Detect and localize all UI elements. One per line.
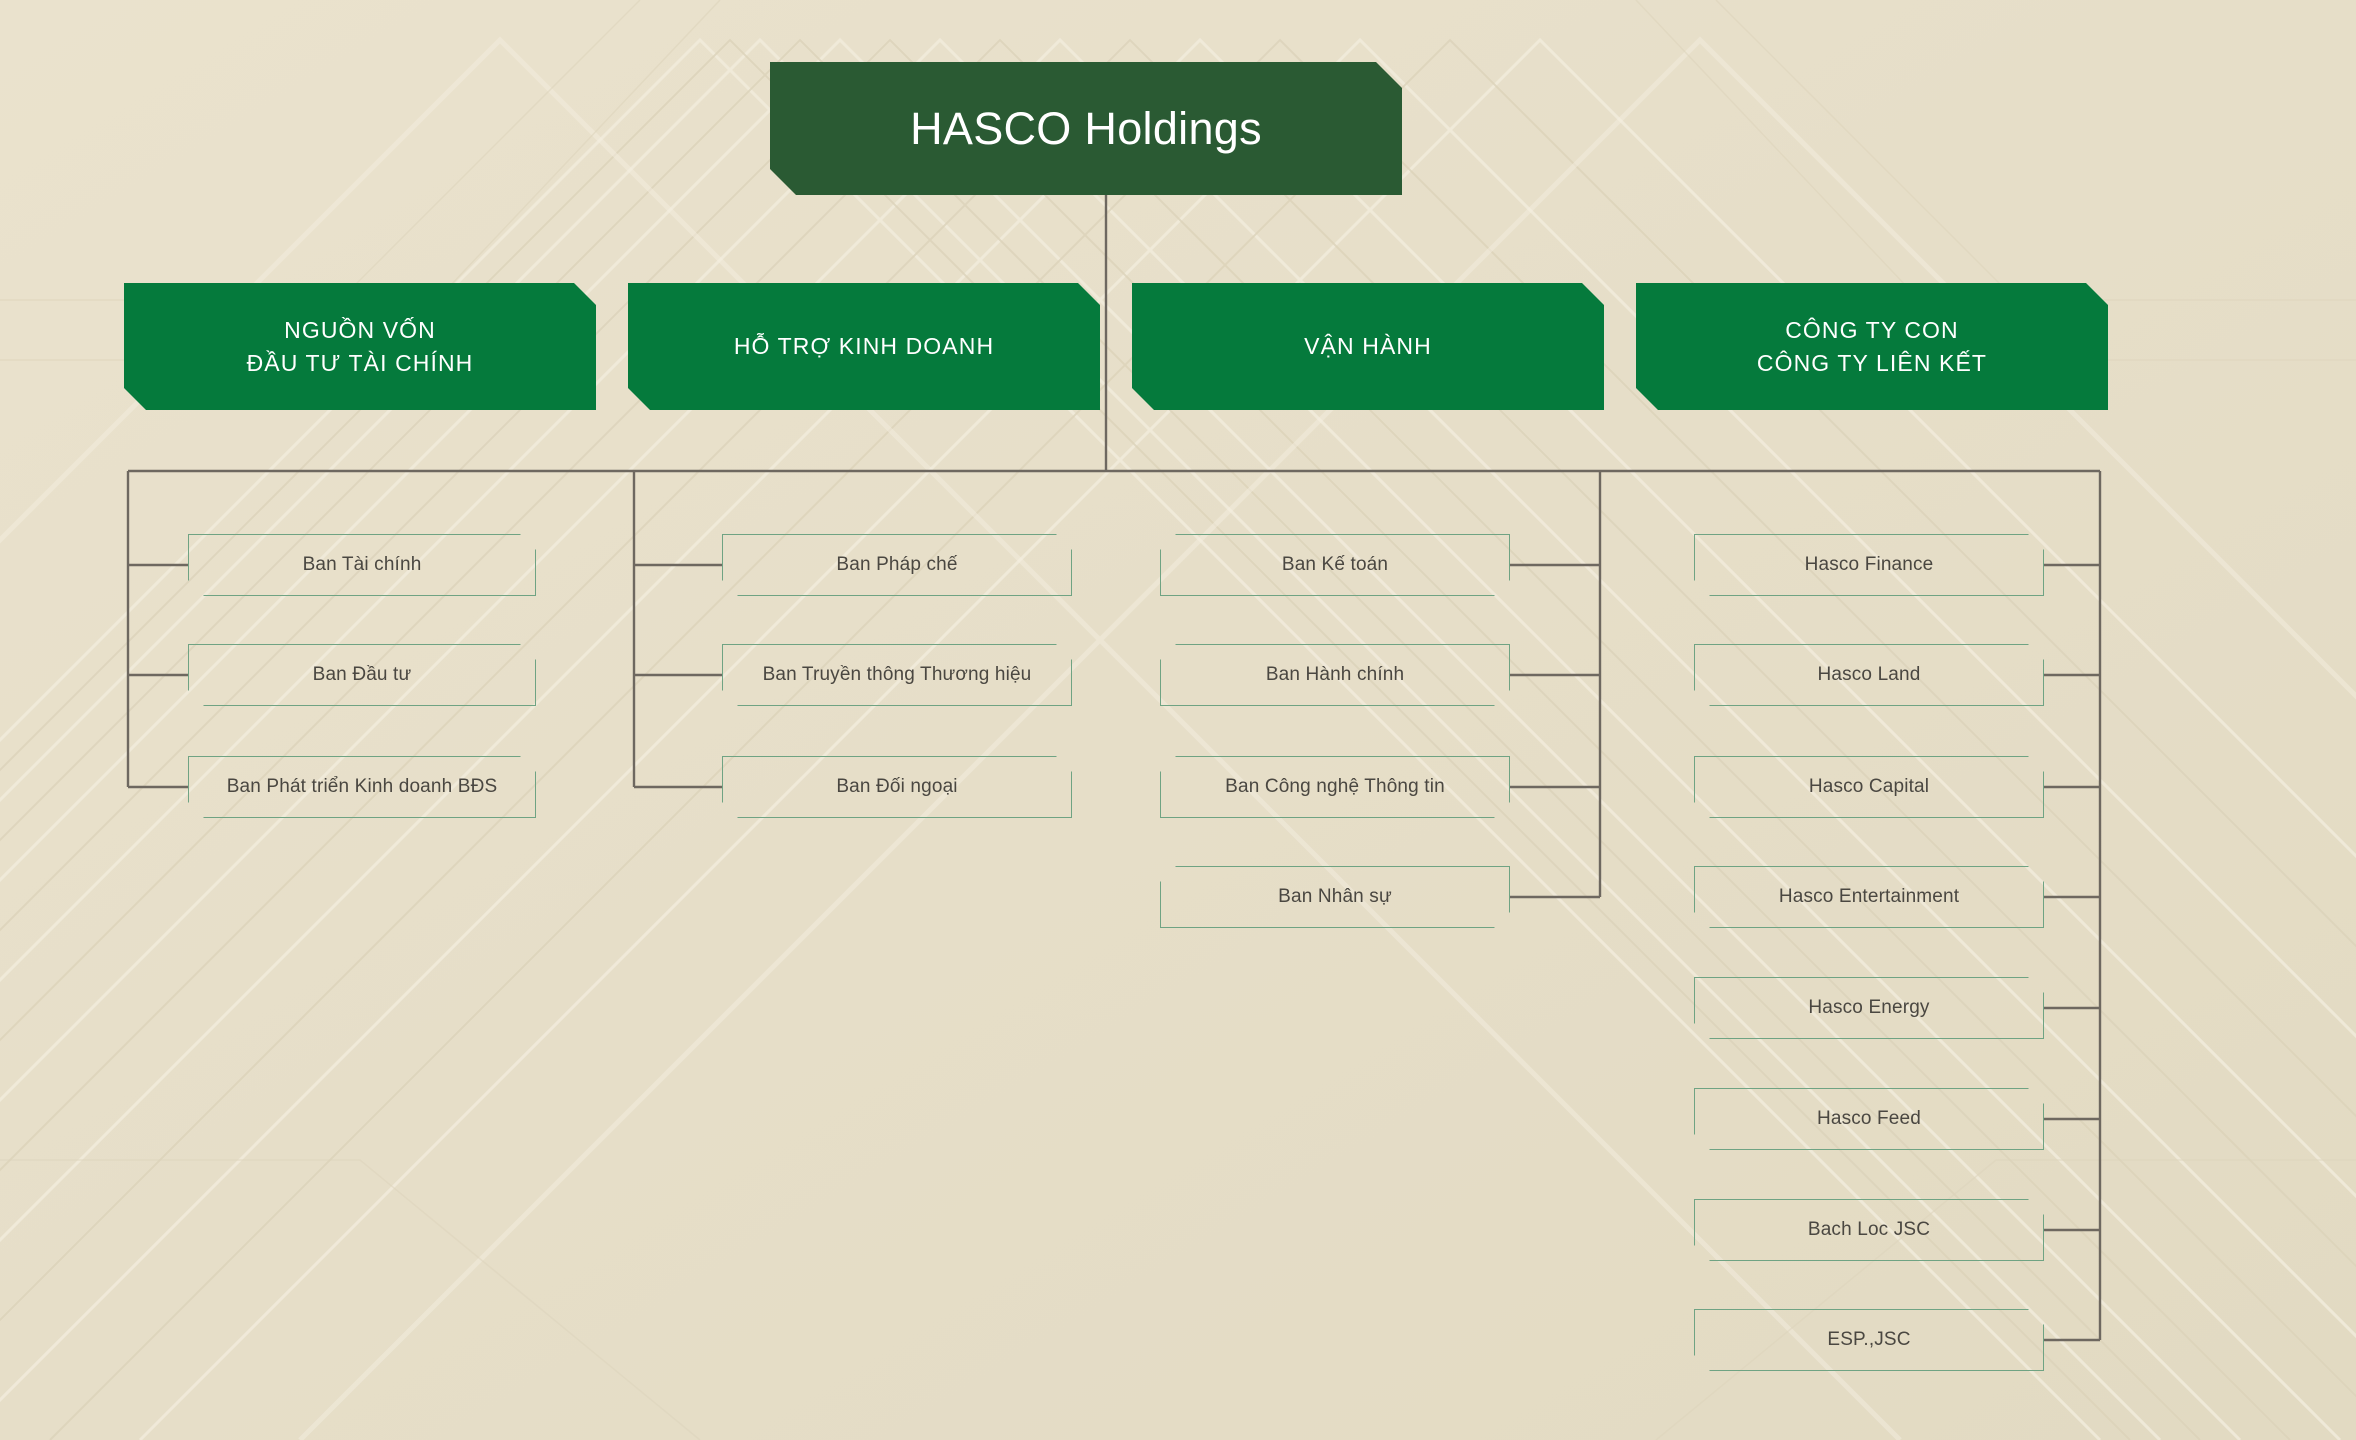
department-box-label: Ban Kế toán [1281,554,1389,575]
department-box-label: Ban Công nghệ Thông tin [1225,776,1445,797]
department-box[interactable]: Hasco Finance [1694,534,2044,596]
banner-line: CÔNG TY LIÊN KẾT [1756,349,1988,376]
department-box-label: Hasco Feed [1817,1108,1921,1129]
department-box[interactable]: Ban Truyền thông Thương hiệu [722,644,1072,706]
department-box[interactable]: Hasco Feed [1694,1088,2044,1150]
department-box[interactable]: Ban Đối ngoại [722,756,1072,818]
department-box[interactable]: Ban Công nghệ Thông tin [1160,756,1510,818]
department-box-label: Ban Pháp chế [836,554,958,575]
department-box-label: Ban Phát triển Kinh doanh BĐS [226,776,498,797]
banner-line: ĐẦU TƯ TÀI CHÍNH [246,349,474,376]
division-banner-label: VẬN HÀNH [1304,330,1432,363]
division-banner-ho-tro[interactable]: HỖ TRỢ KINH DOANH [628,283,1100,410]
division-banner-nguon-von[interactable]: NGUỒN VỐN ĐẦU TƯ TÀI CHÍNH [124,283,596,410]
division-banner-cong-ty[interactable]: CÔNG TY CON CÔNG TY LIÊN KẾT [1636,283,2108,410]
department-box[interactable]: Ban Kế toán [1160,534,1510,596]
department-box[interactable]: Ban Tài chính [188,534,536,596]
division-banner-label: NGUỒN VỐN ĐẦU TƯ TÀI CHÍNH [247,314,474,379]
division-banner-label: HỖ TRỢ KINH DOANH [734,330,994,363]
department-box-label: Ban Tài chính [302,554,422,575]
department-box[interactable]: Ban Phát triển Kinh doanh BĐS [188,756,536,818]
banner-line: NGUỒN VỐN [284,316,436,343]
department-box[interactable]: Ban Nhân sự [1160,866,1510,928]
department-box-label: Hasco Land [1817,664,1921,685]
department-box-label: Hasco Entertainment [1778,886,1960,907]
department-box[interactable]: Ban Hành chính [1160,644,1510,706]
department-box[interactable]: Hasco Entertainment [1694,866,2044,928]
department-box-label: Hasco Energy [1808,997,1930,1018]
banner-line: VẬN HÀNH [1304,333,1432,360]
department-box[interactable]: Hasco Capital [1694,756,2044,818]
department-box-label: Ban Truyền thông Thương hiệu [762,664,1032,685]
department-box-label: Ban Đầu tư [312,664,412,685]
department-box-label: Ban Đối ngoại [836,776,958,797]
division-banner-label: CÔNG TY CON CÔNG TY LIÊN KẾT [1757,314,1987,379]
department-box[interactable]: ESP.,JSC [1694,1309,2044,1371]
department-box-label: Bach Loc JSC [1807,1219,1931,1240]
department-box[interactable]: Bach Loc JSC [1694,1199,2044,1261]
banner-line: CÔNG TY CON [1785,316,1959,343]
department-box[interactable]: Ban Pháp chế [722,534,1072,596]
department-box-label: Ban Hành chính [1265,664,1405,685]
department-box-label: Hasco Capital [1808,776,1930,797]
department-box[interactable]: Ban Đầu tư [188,644,536,706]
division-banner-van-hanh[interactable]: VẬN HÀNH [1132,283,1604,410]
department-box-label: Hasco Finance [1804,554,1934,575]
department-box[interactable]: Hasco Energy [1694,977,2044,1039]
banner-line: HỖ TRỢ KINH DOANH [733,333,995,360]
department-box-label: Ban Nhân sự [1278,886,1392,907]
department-box-label: ESP.,JSC [1827,1329,1911,1350]
root-node-hasco-holdings[interactable]: HASCO Holdings [770,62,1402,195]
root-node-label: HASCO Holdings [910,102,1262,154]
department-box[interactable]: Hasco Land [1694,644,2044,706]
